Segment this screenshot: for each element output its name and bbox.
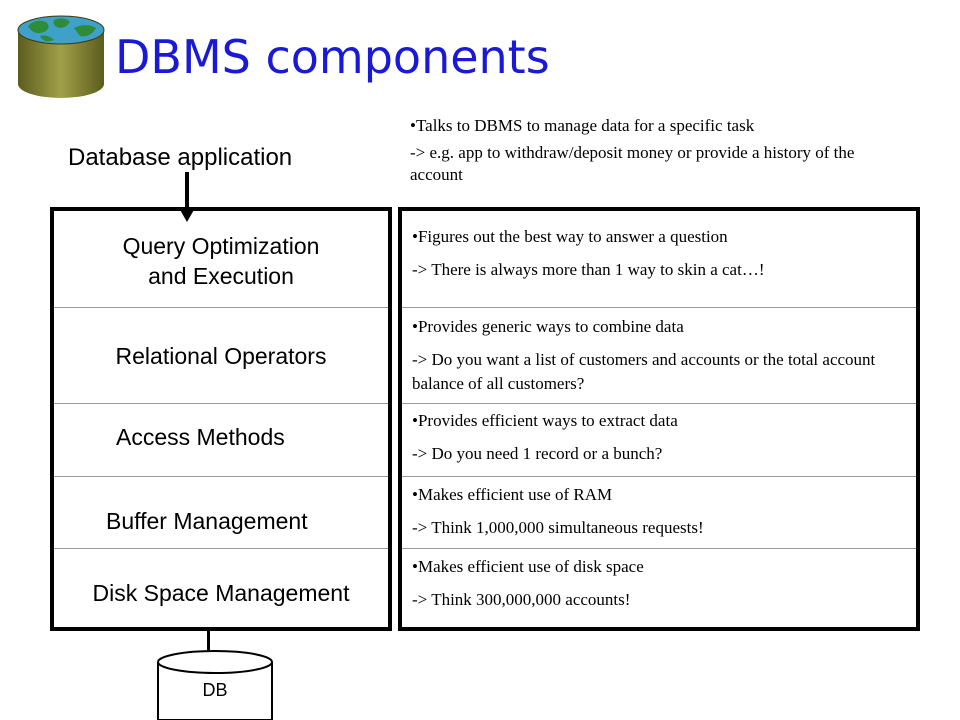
dbms-layer-stack: Query Optimization and Execution Relatio… [50, 207, 392, 631]
desc-query-optimization: •Figures out the best way to answer a qu… [412, 225, 910, 282]
layer-label: Relational Operators [115, 343, 327, 369]
desc-line: -> There is always more than 1 way to sk… [412, 260, 765, 279]
db-label: DB [202, 680, 228, 700]
desc-line: •Provides efficient ways to extract data [412, 411, 678, 430]
desc-buffer-management: •Makes efficient use of RAM -> Think 1,0… [412, 483, 910, 540]
desc-divider [402, 307, 916, 308]
desc-line: •Makes efficient use of RAM [412, 485, 613, 504]
application-description: •Talks to DBMS to manage data for a spec… [410, 114, 900, 190]
desc-divider [402, 476, 916, 477]
layer-divider [54, 476, 388, 477]
layer-description-panel: •Figures out the best way to answer a qu… [398, 207, 920, 631]
layer-disk-space-management: Disk Space Management [54, 573, 388, 613]
application-desc-line2: -> e.g. app to withdraw/deposit money or… [410, 143, 855, 184]
page-title: DBMS components [115, 30, 550, 84]
database-cylinder-icon [157, 650, 273, 720]
app-arrow-shaft [185, 172, 189, 212]
desc-line: •Provides generic ways to combine data [412, 317, 684, 336]
layer-label: Query Optimization [122, 233, 320, 259]
desc-disk-space-management: •Makes efficient use of disk space -> Th… [412, 555, 910, 612]
layer-access-methods: Access Methods [54, 407, 388, 467]
database-globe-logo [17, 15, 105, 98]
layer-divider [54, 548, 388, 549]
desc-line: -> Do you need 1 record or a bunch? [412, 444, 663, 463]
db-connector-line [207, 627, 210, 655]
layer-divider [54, 403, 388, 404]
application-desc-line1: •Talks to DBMS to manage data for a spec… [410, 116, 755, 135]
layer-relational-operators: Relational Operators [54, 311, 388, 401]
database-application-label: Database application [68, 144, 293, 171]
layer-label: Disk Space Management [92, 580, 350, 606]
layer-divider [54, 307, 388, 308]
desc-line: -> Think 1,000,000 simultaneous requests… [412, 518, 704, 537]
layer-query-optimization: Query Optimization and Execution [54, 221, 388, 301]
desc-access-methods: •Provides efficient ways to extract data… [412, 409, 910, 466]
desc-line: •Makes efficient use of disk space [412, 557, 644, 576]
layer-label: Access Methods [116, 424, 285, 450]
layer-label: and Execution [148, 263, 294, 289]
layer-buffer-management: Buffer Management [54, 501, 388, 541]
desc-relational-operators: •Provides generic ways to combine data -… [412, 315, 910, 396]
desc-line: •Figures out the best way to answer a qu… [412, 227, 728, 246]
desc-divider [402, 403, 916, 404]
layer-label: Buffer Management [106, 508, 308, 534]
desc-divider [402, 548, 916, 549]
desc-line: -> Do you want a list of customers and a… [412, 350, 876, 393]
desc-line: -> Think 300,000,000 accounts! [412, 590, 631, 609]
app-arrow-head-icon [179, 208, 195, 222]
